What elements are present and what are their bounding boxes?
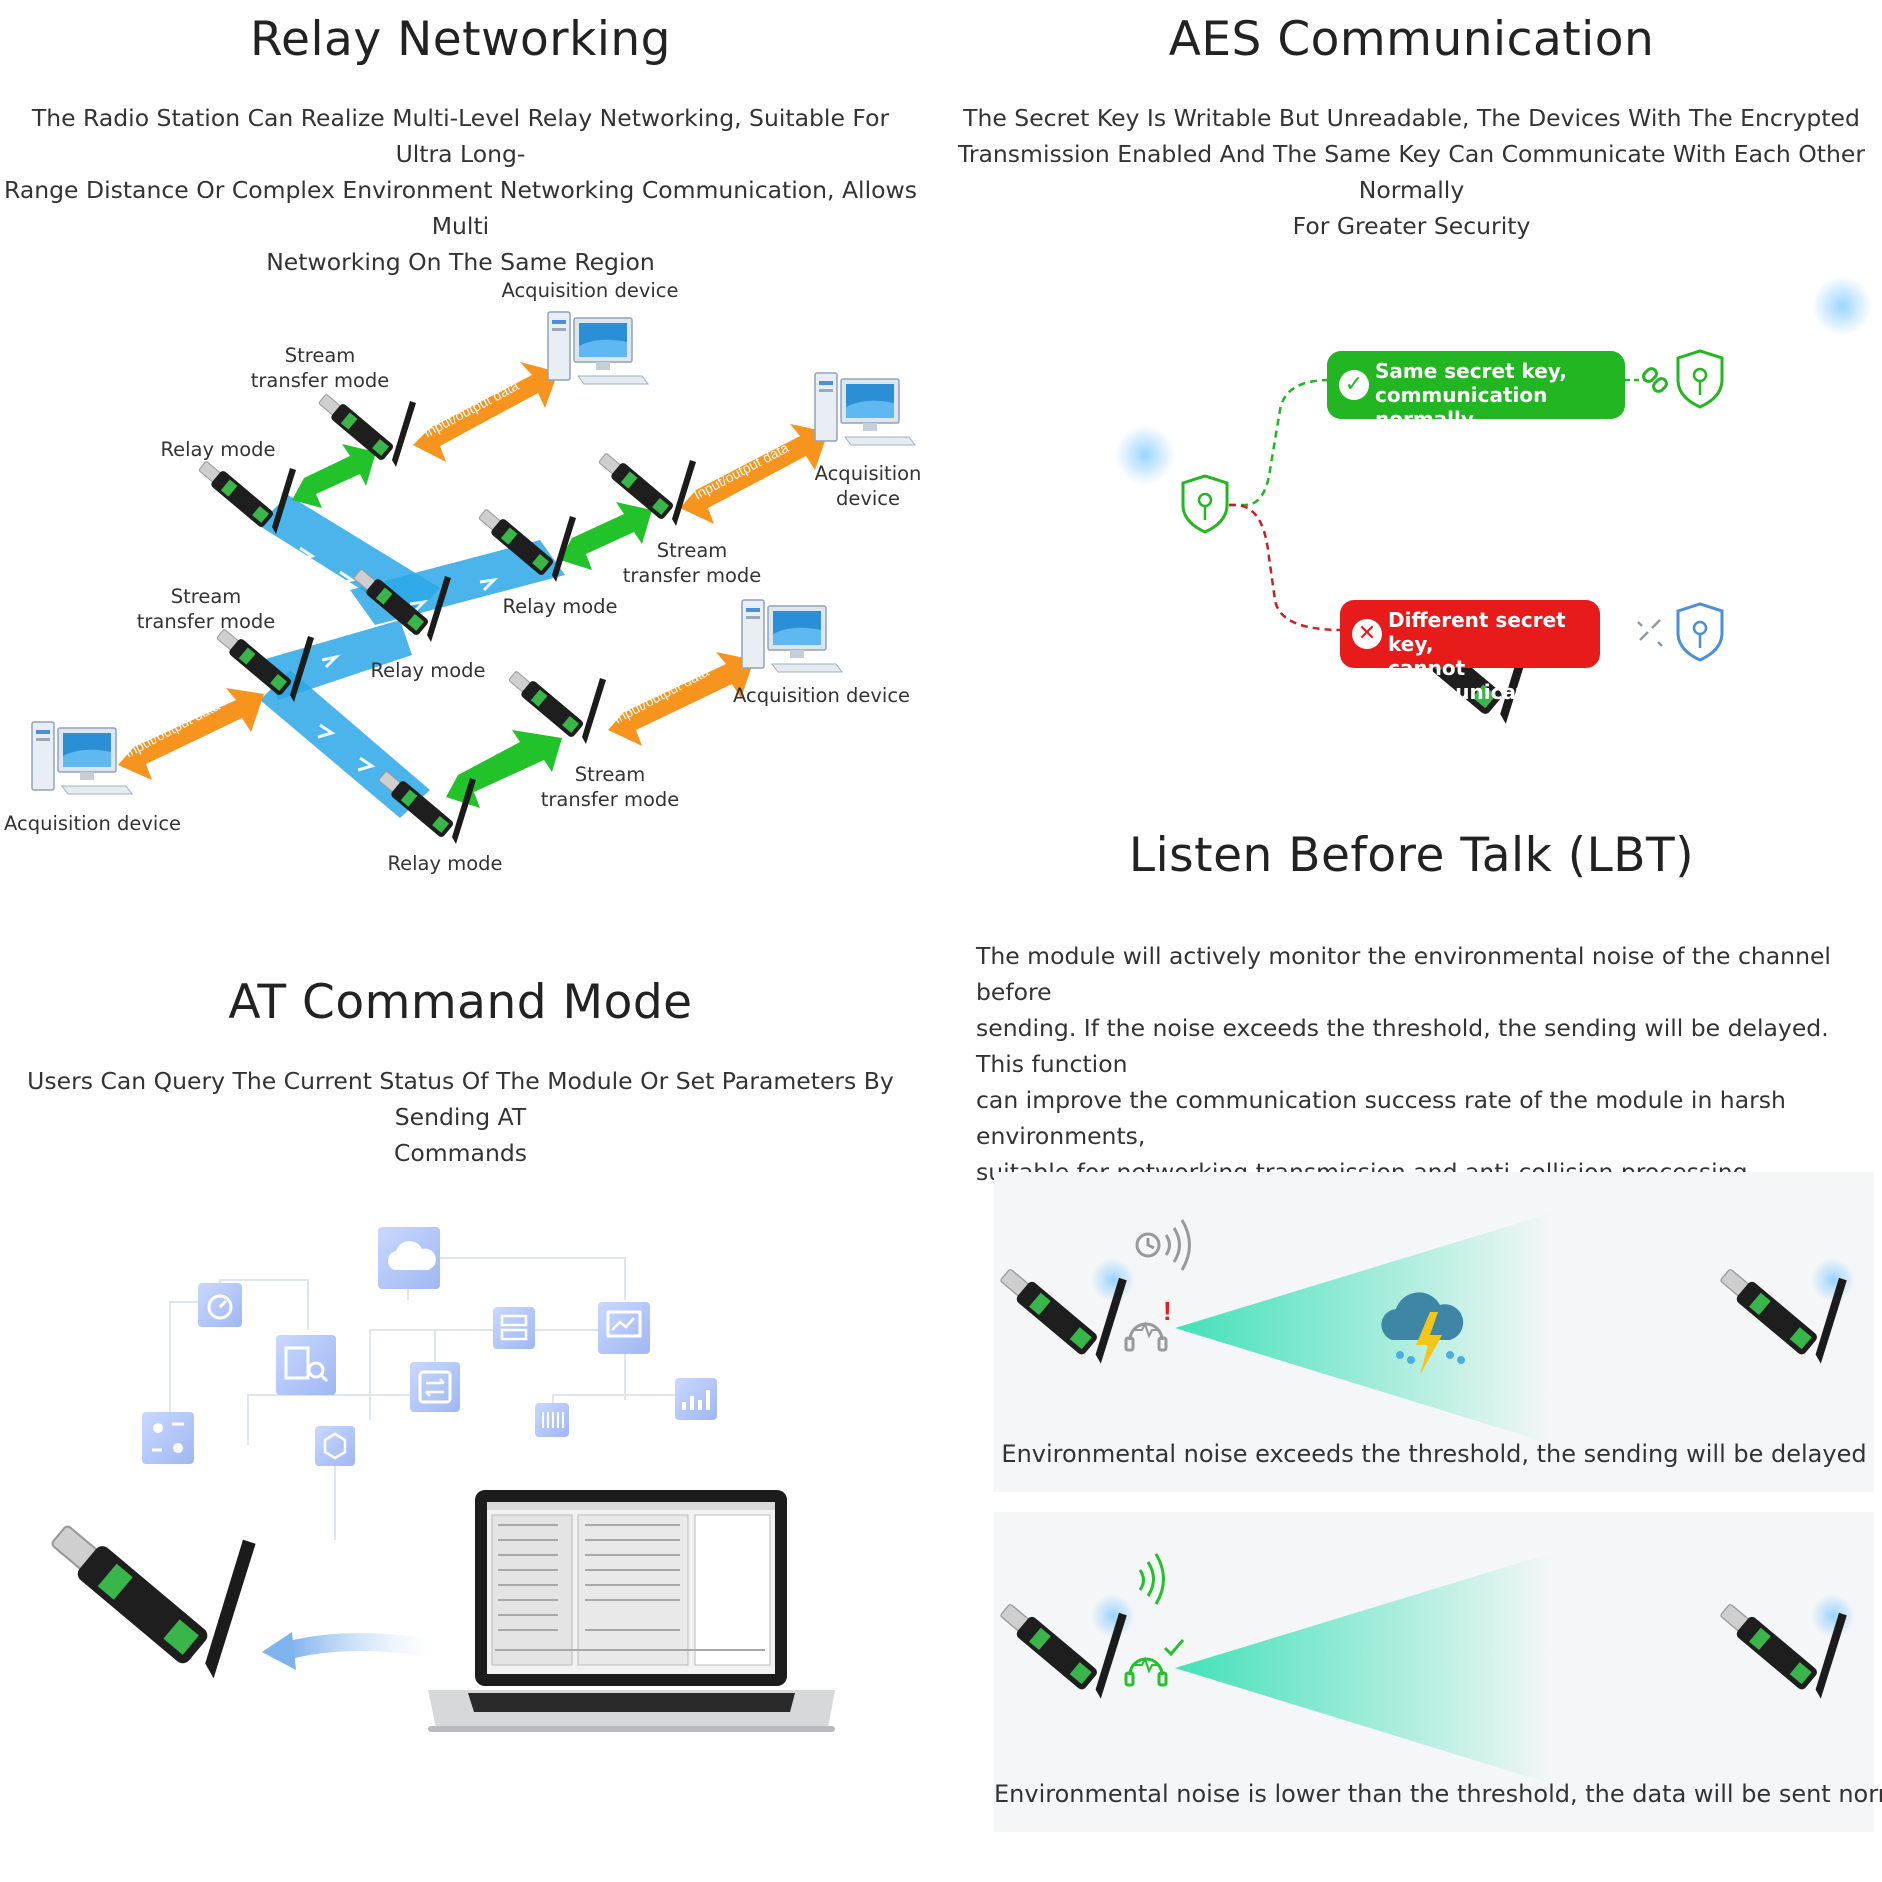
computer-icon bbox=[31, 721, 133, 795]
relay-desc-line: Range Distance Or Complex Environment Ne… bbox=[4, 176, 917, 240]
aes-desc-line: Transmission Enabled And The Same Key Ca… bbox=[957, 140, 1866, 204]
relay-description: The Radio Station Can Realize Multi-Leve… bbox=[0, 100, 921, 280]
label-line: transfer mode bbox=[250, 369, 390, 392]
hexagon-icon bbox=[315, 1426, 355, 1466]
label-acquisition-device: Acquisition device bbox=[4, 812, 182, 835]
label-line: transfer mode bbox=[136, 610, 276, 633]
label-line: transfer mode bbox=[540, 788, 680, 811]
aes-description: The Secret Key Is Writable But Unreadabl… bbox=[941, 100, 1882, 244]
computer-icon bbox=[741, 599, 843, 673]
link-icon bbox=[1642, 367, 1668, 393]
lbt-title: Listen Before Talk (LBT) bbox=[1128, 828, 1695, 883]
computer-icon bbox=[547, 311, 649, 385]
alert-icon: ! bbox=[1163, 1296, 1172, 1326]
same-key-line: Same secret key, bbox=[1375, 359, 1567, 383]
broken-link-icon bbox=[1637, 619, 1663, 647]
same-key-line: communication normally bbox=[1375, 383, 1548, 431]
storm-cloud-icon bbox=[1381, 1292, 1465, 1375]
search-document-icon bbox=[276, 1335, 336, 1395]
check-icon: ✓ bbox=[1339, 370, 1369, 400]
label-stream-mode: Stream transfer mode bbox=[240, 343, 400, 393]
at-title: AT Command Mode bbox=[228, 975, 693, 1030]
label-line: transfer mode bbox=[622, 564, 762, 587]
same-key-badge: ✓ Same secret key, communication normall… bbox=[1327, 351, 1625, 431]
chart-icon bbox=[675, 1378, 717, 1420]
exchange-icon bbox=[410, 1362, 460, 1412]
laptop-icon bbox=[428, 1490, 835, 1732]
at-desc-line: Users Can Query The Current Status Of Th… bbox=[27, 1067, 894, 1131]
relay-desc-line: The Radio Station Can Realize Multi-Leve… bbox=[31, 104, 890, 168]
label-relay-mode: Relay mode bbox=[160, 438, 276, 461]
server-icon bbox=[493, 1307, 535, 1349]
module-icon bbox=[49, 1523, 257, 1680]
users-exchange-icon bbox=[142, 1412, 194, 1464]
aes-desc-line: For Greater Security bbox=[1292, 212, 1531, 240]
io-arrow bbox=[118, 688, 264, 780]
shield-key-icon bbox=[1676, 602, 1724, 662]
different-key-badge: ✕ Different secret key, cannot communica… bbox=[1340, 600, 1600, 704]
label-line: Stream bbox=[170, 585, 242, 608]
label-stream-mode: Stream transfer mode bbox=[530, 762, 690, 812]
aes-title: AES Communication bbox=[1168, 12, 1655, 67]
label-acquisition-device: Acquisition device bbox=[808, 461, 928, 511]
label-acquisition-device: Acquisition device bbox=[733, 684, 911, 707]
label-line: Acquisition bbox=[814, 462, 922, 485]
computer-icon bbox=[814, 372, 916, 446]
lbt-desc-line: sending. If the noise exceeds the thresh… bbox=[976, 1014, 1829, 1078]
diff-key-line: cannot communicate bbox=[1388, 656, 1540, 704]
link-arrow bbox=[292, 444, 376, 508]
label-line: Stream bbox=[284, 344, 356, 367]
io-arrow bbox=[608, 652, 754, 746]
at-description: Users Can Query The Current Status Of Th… bbox=[0, 1063, 921, 1171]
signal-waves-icon bbox=[1138, 1553, 1165, 1605]
lbt-description: The module will actively monitor the env… bbox=[976, 938, 1876, 1190]
label-acquisition-device: Acquisition device bbox=[501, 279, 679, 302]
cloud-icon bbox=[378, 1227, 440, 1289]
relay-desc-line: Networking On The Same Region bbox=[266, 248, 655, 276]
headset-icon bbox=[1124, 1639, 1185, 1687]
headset-icon bbox=[1124, 1321, 1168, 1352]
label-stream-mode: Stream transfer mode bbox=[126, 584, 286, 634]
keyboard-icon bbox=[535, 1403, 569, 1437]
diff-key-line: Different secret key, bbox=[1388, 608, 1566, 656]
io-arrow bbox=[680, 424, 828, 524]
io-arrow bbox=[413, 362, 558, 462]
dashboard-icon bbox=[198, 1283, 242, 1327]
lbt-desc-line: The module will actively monitor the env… bbox=[976, 942, 1831, 1006]
label-relay-mode: Relay mode bbox=[387, 852, 503, 875]
noise-beam bbox=[1175, 1212, 1555, 1445]
shield-key-icon bbox=[1676, 349, 1724, 409]
lbt-desc-line: can improve the communication success ra… bbox=[976, 1086, 1786, 1150]
aes-desc-line: The Secret Key Is Writable But Unreadabl… bbox=[963, 104, 1860, 132]
link-arrow bbox=[560, 502, 652, 570]
label-line: Stream bbox=[574, 763, 646, 786]
at-desc-line: Commands bbox=[393, 1139, 528, 1167]
lbt-caption-normal: Environmental noise is lower than the th… bbox=[994, 1780, 1882, 1808]
relay-diagram: Input/output data Input/output data Inpu… bbox=[31, 311, 916, 845]
monitor-settings-icon bbox=[598, 1302, 650, 1354]
lbt-diagram: ! bbox=[999, 1212, 1855, 1785]
link-arrow bbox=[446, 730, 562, 808]
at-diagram bbox=[49, 1227, 835, 1732]
clock-icon bbox=[1135, 1219, 1191, 1271]
label-line: device bbox=[835, 487, 901, 510]
label-stream-mode: Stream transfer mode bbox=[612, 538, 772, 588]
shield-key-icon bbox=[1181, 474, 1229, 534]
label-line: Stream bbox=[656, 539, 728, 562]
lbt-caption-delayed: Environmental noise exceeds the threshol… bbox=[1001, 1440, 1867, 1468]
label-relay-mode: Relay mode bbox=[370, 659, 486, 682]
signal-beam bbox=[1175, 1552, 1555, 1785]
cross-icon: ✕ bbox=[1352, 619, 1382, 649]
label-relay-mode: Relay mode bbox=[502, 595, 618, 618]
relay-title: Relay Networking bbox=[250, 12, 671, 67]
aes-diagram bbox=[1115, 276, 1872, 725]
